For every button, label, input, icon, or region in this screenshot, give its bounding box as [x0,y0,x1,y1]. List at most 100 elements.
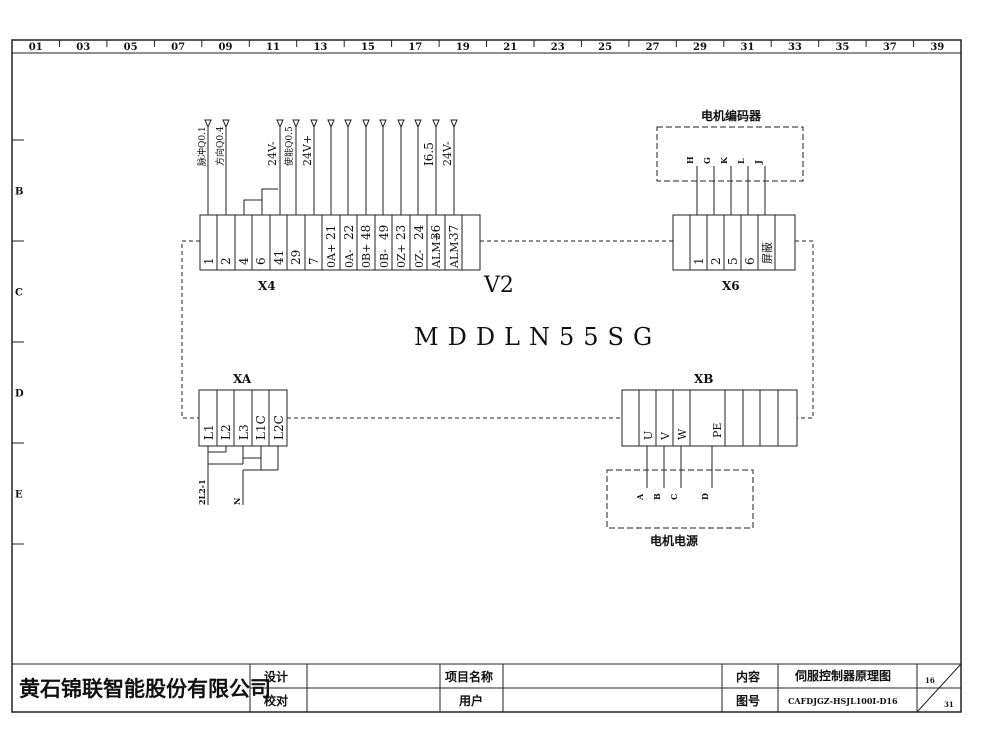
x4-pin-label-alm-minus: ALM- [448,237,461,269]
zone-number: 07 [171,42,185,53]
x4-pin-label-0b-minus: 0B- [378,249,391,268]
zone-number: 35 [835,42,849,53]
motor-power-title: 电机电源 [650,533,698,548]
signal-pulse-q01: 脉冲Q0.1 [196,126,208,166]
xa-connector: L1 L2 L3 L1C L2C XA [198,372,288,447]
outer-frame [11,39,962,713]
xb-pin-w: W [676,428,689,440]
x4-terminal-arrows [204,119,458,129]
x4-pin-label-0b-plus: 0B+ [360,244,373,268]
x4-signal-labels: 脉冲Q0.1 方向Q0.4 24V- 使能Q0.5 24V+ I6.5 24V- [196,126,454,166]
xb-pin-u: U [642,431,655,440]
xa-output-2l2-1: 2L2-1 [197,479,207,505]
zone-number: 09 [219,42,233,53]
x4-pin-48: 48 [359,225,373,240]
enclosure-outline [181,240,814,419]
row-letter: D [15,389,24,400]
zone-number: 19 [456,42,470,53]
x6-pin-6: 6 [743,257,757,265]
x4-pin-41: 41 [272,250,286,265]
motor-encoder: 电机编码器 H G K L J [656,108,804,215]
encoder-pin-j: J [753,160,763,165]
x4-pin-label-0a-plus: 0A+ [325,244,338,268]
user-label: 用户 [458,693,483,708]
xa-pin-l3: L3 [237,424,251,440]
xa-pin-l2: L2 [219,424,233,440]
signal-24v-minus-2: 24V- [441,141,454,166]
encoder-pin-h: H [685,156,695,164]
x6-pin-1: 1 [692,257,706,265]
zone-number: 03 [76,42,90,53]
xb-label: XB [694,372,713,386]
x4-pin-36: 36 [429,225,443,240]
zone-number: 01 [29,42,43,53]
design-label: 设计 [264,669,288,684]
row-letter: E [15,490,23,501]
project-name-label: 项目名称 [445,669,493,684]
xa-pin-l1: L1 [202,424,216,440]
company-name: 黄石锦联智能股份有限公司 [19,677,271,701]
x4-pin-23: 23 [394,225,408,240]
zone-number: 05 [124,42,138,53]
zone-number: 37 [883,42,897,53]
zone-number: 21 [503,42,517,53]
x4-wires [207,127,455,215]
content-value: 伺服控制器原理图 [794,668,891,683]
x4-pin-24: 24 [412,224,426,240]
xb-pin-pe: PE [711,423,724,438]
x4-pin-label-0z-minus: 0Z- [413,249,426,268]
xa-pin-l1c: L1C [254,415,268,440]
sheet-number: 16 [925,676,935,685]
row-letter: B [15,187,23,198]
check-label: 校对 [264,693,288,708]
zone-number: 39 [930,42,944,53]
xa-output-n: N [232,498,242,505]
zone-number: 17 [408,42,422,53]
zone-number: 25 [598,42,612,53]
encoder-title: 电机编码器 [701,108,762,123]
xa-pin-l2c: L2C [272,415,286,440]
signal-24v-plus: 24V+ [301,135,314,166]
zone-number: 11 [266,42,280,53]
drawing-number-label: 图号 [736,693,760,708]
signal-enable-q05: 使能Q0.5 [283,126,295,166]
x4-pin-label-alm-plus: ALM+ [430,232,443,269]
drawing-number-value: CAFDJGZ-HSJL100Ⅰ-D16 [788,696,898,706]
motor-pin-d: D [700,493,710,500]
x4-pin-29: 29 [289,250,303,265]
signal-24v-minus-1: 24V- [266,141,279,166]
row-letters: B C D E [12,139,24,545]
xb-connector: U V W PE XB [621,372,798,447]
zone-number: 15 [361,42,375,53]
title-block [12,663,962,713]
encoder-pin-g: G [702,157,712,164]
x4-pin-49: 49 [377,225,391,240]
xa-wires [207,446,279,505]
encoder-pin-k: K [719,156,729,164]
device-model-v2: V2 [483,273,514,298]
xa-label: XA [233,372,252,386]
zone-number: 29 [693,42,707,53]
x4-pin-2: 2 [219,257,233,265]
signal-direction-q04: 方向Q0.4 [214,126,226,166]
x4-pin-7: 7 [307,257,321,265]
x6-pin-5: 5 [726,257,740,265]
x4-pin-label-0z-plus: 0Z+ [395,244,408,268]
x4-pin-37: 37 [447,225,461,240]
row-letter: C [15,288,23,299]
x6-connector: 1 2 5 6 屏蔽 X6 [672,214,796,293]
motor-power: A B C D 电机电源 [606,446,754,548]
x4-pin-21: 21 [324,225,338,240]
zone-number: 33 [788,42,802,53]
content-label: 内容 [736,669,760,684]
x6-pin-shield: 屏蔽 [761,242,774,264]
x4-pin-6: 6 [254,257,268,265]
sheet-total: 31 [944,700,954,709]
x4-pin-1: 1 [202,257,216,265]
x4-label: X4 [258,279,276,293]
device-model-name: MDDLN55SG [414,323,661,351]
motor-pin-c: C [669,494,679,500]
zone-number: 23 [551,42,565,53]
